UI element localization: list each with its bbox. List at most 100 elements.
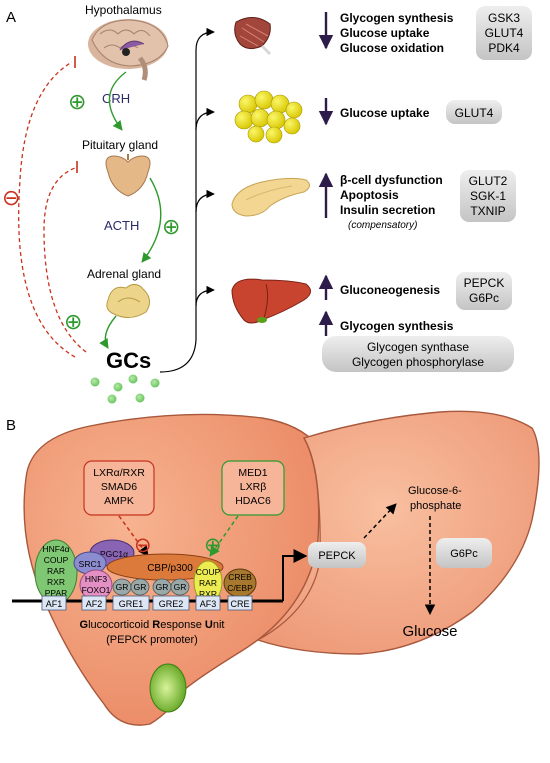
pancreas-effect-2: Apoptosis (340, 188, 399, 202)
liver-genes-box-2 (322, 336, 514, 372)
element-af1: AF1 (46, 599, 63, 609)
coactivator-2: LXRβ (240, 481, 266, 493)
gru-subtitle: (PEPCK promoter) (106, 634, 198, 646)
creb-label-2: C/EBP (227, 583, 253, 593)
pgc1a-label: PGC1α (100, 549, 128, 559)
acth-arrow (141, 177, 162, 263)
fat-effect-1: Glucose uptake (340, 106, 430, 120)
adrenal-image (106, 284, 150, 318)
corepressor-arrow (118, 515, 149, 557)
af3-factor-1: COUP (196, 567, 221, 577)
branch-liver (195, 285, 215, 307)
panel-b-label: B (6, 417, 16, 434)
g6p-label-2: phosphate (410, 500, 461, 512)
element-af2: AF2 (86, 599, 103, 609)
acth-label: ACTH (104, 218, 139, 233)
gru-title-g: G (80, 619, 89, 631)
liver-gene-3: Glycogen synthase (367, 340, 469, 354)
gr-4 (170, 578, 190, 596)
branch-trunk (159, 27, 215, 373)
gru-title-u: U (205, 619, 213, 631)
hnf3-label-2: FOXO1 (82, 585, 111, 595)
coactivator-1: MED1 (238, 467, 267, 479)
element-gre1: GRE1 (119, 599, 144, 609)
brain-image (88, 19, 169, 81)
adrenal-arrow (99, 315, 117, 349)
feedback-to-hypothalamus (18, 61, 76, 358)
muscle-genes-box (476, 6, 532, 60)
corepressor-box (83, 460, 155, 516)
coactivator-3: HDAC6 (235, 495, 271, 507)
gc-molecules (90, 374, 160, 404)
pepck-label: PEPCK (318, 550, 356, 562)
feedback-minus-sign: ⊖ (2, 185, 20, 210)
element-cre: CRE (230, 599, 249, 609)
pancreas-gene-3: TXNIP (470, 204, 505, 218)
pancreas-gene-2: SGK-1 (470, 189, 506, 203)
coactivator-box (221, 460, 285, 516)
gr-dimers (112, 578, 190, 596)
liver-effect-2: Glycogen synthesis (340, 319, 454, 333)
element-af3: AF3 (200, 599, 217, 609)
fat-gene-1: GLUT4 (455, 106, 494, 120)
gr-label-3: GR (156, 582, 169, 592)
element-cre-box (227, 595, 253, 611)
liver-effect-1: Gluconeogenesis (340, 283, 440, 297)
pituitary-label: Pituitary gland (82, 138, 158, 152)
corepressor-minus-sign: ⊖ (134, 534, 152, 557)
muscle-image (234, 17, 272, 56)
response-elements (41, 595, 253, 611)
muscle-effect-1: Glycogen synthesis (340, 11, 454, 25)
adipocytes-image (234, 90, 303, 144)
acth-plus-sign: ⊕ (162, 214, 180, 239)
panel-a-label: A (6, 9, 16, 26)
pepck-box (308, 542, 366, 568)
element-gre2: GRE2 (159, 599, 184, 609)
liver-genes-box-1 (456, 272, 512, 310)
crh-label: CRH (102, 91, 130, 106)
gr-label-4: GR (174, 582, 187, 592)
gru-title-r: R (152, 619, 160, 631)
src1-label: SRC1 (79, 559, 102, 569)
gru-title-nit: nit (213, 619, 225, 631)
feedback-to-pituitary (43, 167, 87, 353)
gr-2 (130, 578, 150, 596)
liver-gene-4: Glycogen phosphorylase (352, 355, 484, 369)
branch-fat (195, 107, 215, 131)
pancreas-note: (compensatory) (348, 220, 417, 231)
branch-pancreas (195, 189, 215, 213)
g6pc-box (436, 538, 492, 568)
g6pc-label: G6Pc (450, 548, 478, 560)
af1-factor-2: COUP (44, 555, 69, 565)
liver-gene-1: PEPCK (464, 276, 505, 290)
af3-factor-3: RXR (199, 589, 217, 599)
pancreas-effect-1: β-cell dysfunction (340, 173, 443, 187)
af1-factor-4: RXR (47, 577, 65, 587)
muscle-gene-3: PDK4 (488, 41, 520, 55)
adrenal-plus-sign: ⊕ (64, 309, 82, 334)
coactivator-arrow (209, 515, 239, 557)
coactivator-plus-sign: ⊕ (204, 534, 222, 557)
muscle-gene-2: GLUT4 (485, 26, 524, 40)
pancreas-genes-box (460, 170, 516, 222)
element-af1-box (41, 595, 67, 611)
pancreas-effect-3: Insulin secretion (340, 203, 435, 217)
muscle-effect-3: Glucose oxidation (340, 41, 444, 55)
gru-title: Glucocorticoid Response Unit (80, 619, 225, 631)
af1-factor-5: PPAR (45, 588, 68, 598)
element-af2-box (81, 595, 107, 611)
af1-factor-1: HNF4α (42, 544, 69, 554)
hypothalamus-label: Hypothalamus (85, 3, 162, 17)
glucose-label: Glucose (402, 623, 457, 640)
liver-gene-2: G6Pc (469, 291, 499, 305)
muscle-gene-1: GSK3 (488, 11, 520, 25)
cbp-p300-label: CBP/p300 (147, 563, 193, 574)
crh-plus-sign: ⊕ (68, 89, 86, 114)
pituitary-image (105, 154, 151, 197)
gr-label-2: GR (134, 582, 147, 592)
gr-label-1: GR (116, 582, 129, 592)
hnf3-label-1: HNF3 (85, 574, 107, 584)
gcs-label: GCs (106, 348, 151, 373)
corepressor-1: LXRα/RXR (93, 467, 145, 479)
